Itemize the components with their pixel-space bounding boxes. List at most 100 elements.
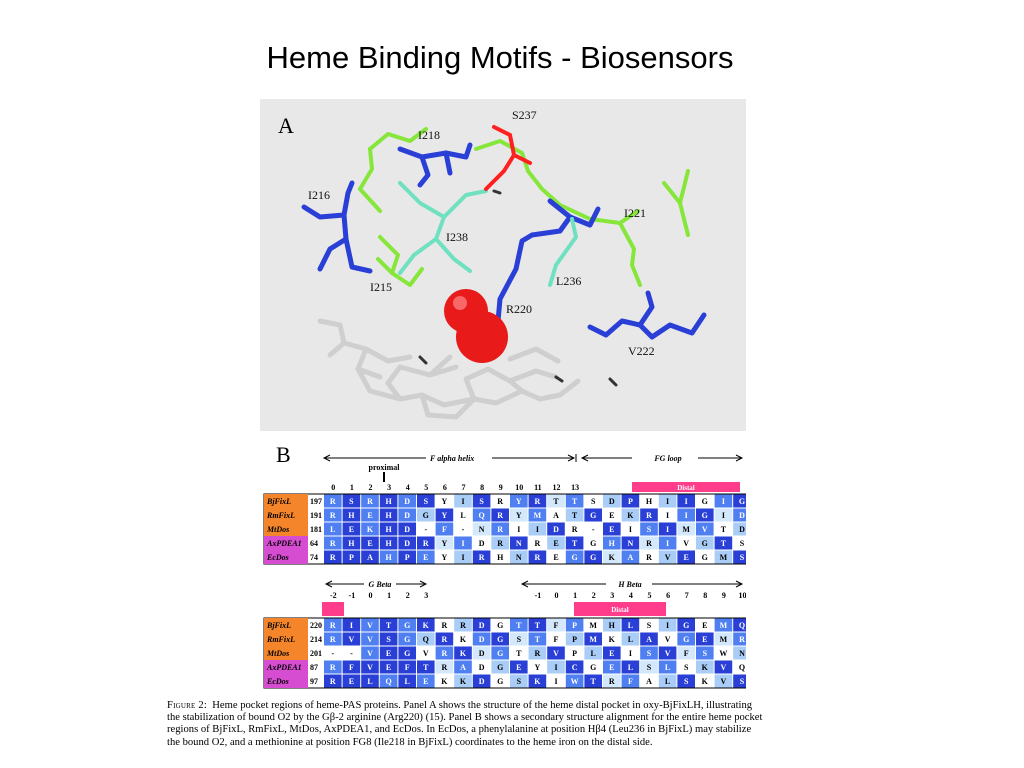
top-residue: G bbox=[423, 511, 429, 520]
top-position-number: 13 bbox=[571, 483, 579, 492]
top-residue-shade bbox=[696, 522, 714, 536]
top-residue: G bbox=[590, 511, 596, 520]
top-residue-shade bbox=[621, 494, 640, 508]
top-position-number: 5 bbox=[424, 483, 428, 492]
top-residue: Y bbox=[516, 511, 522, 520]
top-residue: D bbox=[404, 539, 410, 548]
blue-residue-sticks bbox=[301, 142, 707, 340]
bottom-residue: T bbox=[535, 635, 541, 644]
top-residue: H bbox=[646, 497, 653, 506]
top-residue: - bbox=[462, 525, 465, 534]
top-residue-shade bbox=[472, 494, 491, 508]
label-I216: I216 bbox=[308, 188, 330, 202]
top-residue-shade bbox=[454, 494, 472, 508]
top-residue-number: 64 bbox=[310, 539, 318, 548]
bottom-residue-shade bbox=[510, 632, 528, 646]
top-residue-shade bbox=[621, 508, 640, 522]
bottom-residue: G bbox=[404, 635, 410, 644]
top-residue-shade bbox=[361, 494, 379, 508]
top-residue-shade bbox=[324, 536, 342, 550]
bottom-distal-label: Distal bbox=[611, 606, 629, 614]
top-residue: I bbox=[666, 539, 669, 548]
heme-dark-accents bbox=[418, 189, 618, 387]
panel-a-label: A bbox=[278, 113, 294, 138]
top-residue: D bbox=[404, 525, 410, 534]
bottom-residue: V bbox=[665, 649, 671, 658]
bottom-residue-shade bbox=[733, 618, 746, 632]
top-residue: I bbox=[685, 511, 688, 520]
top-residue: N bbox=[516, 553, 522, 562]
caption-line-1: Figure 2: Heme pocket regions of heme-PA… bbox=[167, 700, 857, 712]
bottom-residue-shade bbox=[640, 632, 658, 646]
top-residue: I bbox=[666, 497, 669, 506]
top-residue: Y bbox=[442, 539, 448, 548]
bottom-residue: L bbox=[628, 621, 633, 630]
bottom-residue: W bbox=[571, 677, 579, 686]
top-residue: T bbox=[572, 511, 578, 520]
proximal-label: proximal bbox=[369, 463, 401, 472]
bottom-residue-shade bbox=[733, 674, 746, 688]
bottom-protein-name: EcDos bbox=[266, 677, 289, 686]
bottom-residue-shade bbox=[398, 674, 416, 688]
bottom-residue-shade bbox=[584, 632, 602, 646]
bottom-name-cell bbox=[264, 646, 308, 660]
bottom-residue: G bbox=[497, 635, 503, 644]
bottom-structure-arrows bbox=[324, 580, 744, 588]
bottom-residue: R bbox=[330, 677, 336, 686]
h-beta-position-number: 1 bbox=[573, 591, 577, 600]
bottom-residue-shade bbox=[454, 674, 472, 688]
top-residue: D bbox=[404, 497, 410, 506]
top-residue-shade bbox=[603, 494, 621, 508]
bottom-residue-shade bbox=[510, 660, 528, 674]
bottom-residue: V bbox=[367, 649, 373, 658]
top-position-number: 3 bbox=[387, 483, 391, 492]
bottom-residue: T bbox=[516, 621, 522, 630]
bottom-residue: M bbox=[720, 635, 728, 644]
sequence-alignment: B F alpha helix FG loop proximal Distal … bbox=[263, 442, 746, 689]
top-residue: R bbox=[330, 497, 336, 506]
bottom-residue: V bbox=[367, 635, 373, 644]
top-residue-shade bbox=[565, 550, 584, 564]
bottom-residue: V bbox=[721, 677, 727, 686]
top-residue-shade bbox=[528, 522, 547, 536]
oxygen-atom-2 bbox=[456, 311, 508, 363]
top-residue: H bbox=[609, 539, 616, 548]
top-residue: K bbox=[627, 511, 634, 520]
bottom-residue: T bbox=[386, 621, 392, 630]
bottom-residue: D bbox=[479, 621, 485, 630]
bottom-residue-shade bbox=[714, 674, 733, 688]
bottom-residue: M bbox=[720, 621, 728, 630]
top-residue: N bbox=[479, 525, 485, 534]
bottom-residue-shade bbox=[640, 660, 658, 674]
top-residue-shade bbox=[472, 522, 491, 536]
heme-pocket-structure: A bbox=[278, 108, 707, 420]
top-residue-shade bbox=[714, 494, 733, 508]
top-residue: H bbox=[497, 553, 504, 562]
bottom-residue: G bbox=[497, 621, 503, 630]
bottom-residue: P bbox=[572, 621, 577, 630]
bottom-residue: R bbox=[330, 635, 336, 644]
bottom-residue: V bbox=[553, 649, 559, 658]
top-protein-name: BjFixL bbox=[266, 497, 291, 506]
bottom-residue: Q bbox=[423, 635, 429, 644]
top-residue: G bbox=[590, 553, 596, 562]
bottom-residue-shade bbox=[696, 632, 714, 646]
panel-b-label: B bbox=[276, 442, 291, 467]
bottom-residue-shade bbox=[696, 646, 714, 660]
bottom-residue-shade bbox=[454, 618, 472, 632]
top-residue: I bbox=[536, 525, 539, 534]
bottom-residue-shade bbox=[472, 674, 491, 688]
top-position-number: 4 bbox=[406, 483, 410, 492]
top-residue: S bbox=[591, 497, 596, 506]
top-residue-shade bbox=[677, 522, 695, 536]
bottom-residue-shade bbox=[417, 618, 435, 632]
bottom-residue-shade bbox=[603, 618, 621, 632]
caption-line-3: regions of BjFixL, RmFixL, MtDos, AxPDEA… bbox=[167, 724, 752, 736]
bottom-residue-shade bbox=[510, 618, 528, 632]
bottom-protein-name: AxPDEA1 bbox=[266, 663, 302, 672]
top-residue-shade bbox=[733, 550, 746, 564]
top-position-number: 6 bbox=[443, 483, 447, 492]
bottom-residue-shade bbox=[677, 674, 695, 688]
bottom-residue: T bbox=[423, 663, 429, 672]
bottom-residue-shade bbox=[714, 618, 733, 632]
